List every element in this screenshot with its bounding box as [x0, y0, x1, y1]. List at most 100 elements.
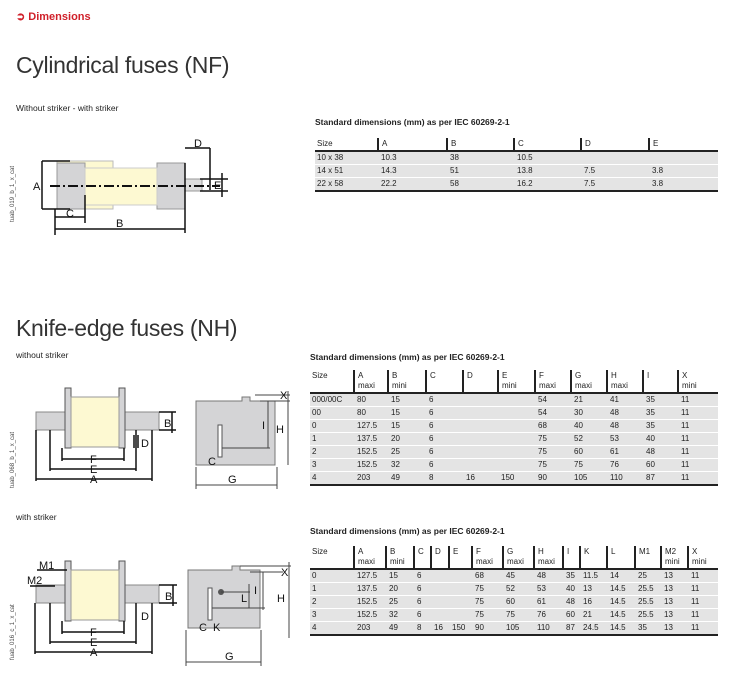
table-cell: 75 [503, 608, 534, 622]
table-cell: 40 [571, 419, 607, 433]
table-cell: 15 [388, 419, 426, 433]
table-cell: 87 [643, 471, 678, 486]
table-cell: 68 [472, 569, 503, 583]
table-cell: 203 [354, 471, 388, 486]
table-cell: 4 [310, 621, 354, 636]
header-letter: K [584, 547, 590, 556]
table-cell: 75 [535, 432, 571, 446]
header-qualifier [467, 381, 494, 391]
table-cell: 61 [534, 595, 563, 609]
table-cell: 14.5 [607, 582, 635, 596]
table-cell [463, 432, 498, 446]
table-cell: 13.8 [514, 164, 581, 178]
table-cell: 11 [688, 608, 718, 622]
table-cell: 20 [388, 432, 426, 446]
table-cell: 48 [607, 406, 643, 420]
column-header: E [448, 546, 472, 570]
table-cell [449, 582, 472, 596]
column-header: E [648, 138, 718, 152]
dim-label-h: H [276, 424, 284, 436]
column-header: D [462, 370, 498, 394]
table-cell: 35 [643, 393, 678, 407]
table-cell: 32 [388, 458, 426, 472]
table-cell: 16.2 [514, 177, 581, 192]
table-cell [649, 151, 718, 165]
column-header: I [562, 546, 580, 570]
table-cell: 137.5 [354, 432, 388, 446]
table-cell [498, 458, 535, 472]
column-header: Size [310, 370, 354, 394]
header-qualifier [430, 381, 459, 391]
table-cell: 152.5 [354, 445, 388, 459]
table-cell: 3.8 [649, 177, 718, 192]
table-cell: 15 [386, 569, 414, 583]
header-qualifier: maxi [476, 557, 493, 566]
table-cell: 60 [503, 595, 534, 609]
dim-label-h: H [277, 593, 285, 605]
table-cell: 14.5 [607, 608, 635, 622]
header-letter: X [692, 547, 698, 556]
table-cell: 75 [472, 595, 503, 609]
table-cell: 127.5 [354, 569, 386, 583]
dim-label-b: B [164, 418, 171, 430]
table-cell: 76 [607, 458, 643, 472]
table-cell: 105 [503, 621, 534, 636]
header-qualifier: maxi [575, 381, 592, 390]
table-cell: 68 [535, 419, 571, 433]
table-cell: 80 [354, 406, 388, 420]
header-letter: D [435, 547, 441, 556]
table-cell: 000/00C [310, 393, 354, 407]
table-cell: 80 [354, 393, 388, 407]
header-letter: D [467, 371, 473, 380]
table-cell: 0 [310, 569, 354, 583]
table-cell: 110 [607, 471, 643, 486]
dim-label-x: X [280, 390, 288, 402]
dim-label-m2: M2 [27, 575, 42, 587]
nh-with-subtitle: with striker [16, 512, 57, 522]
table-cell [463, 406, 498, 420]
table-cell: 6 [426, 419, 463, 433]
header-letter: E [453, 547, 459, 556]
table-cell [581, 151, 649, 165]
nf-subtitle: Without striker - with striker [16, 103, 119, 113]
dim-label-a: A [90, 647, 98, 659]
table-cell: 30 [571, 406, 607, 420]
nh-with-table-title: Standard dimensions (mm) as per IEC 6026… [310, 526, 505, 536]
table-cell [449, 569, 472, 583]
table-cell: 25 [388, 445, 426, 459]
table-cell: 60 [563, 608, 580, 622]
dim-label-x: X [281, 567, 289, 579]
dim-label-c: C [66, 208, 74, 220]
table-cell: 6 [414, 595, 431, 609]
table-cell: 25 [386, 595, 414, 609]
table-cell: 75 [472, 582, 503, 596]
table-cell [463, 445, 498, 459]
table-cell [431, 569, 449, 583]
table-cell: 1 [310, 582, 354, 596]
table-cell: 25.5 [635, 595, 661, 609]
header-letter: M1 [639, 547, 651, 556]
header-letter: M2 [665, 547, 677, 556]
dim-label-i: I [254, 585, 257, 597]
table-cell [498, 419, 535, 433]
table-cell [498, 432, 535, 446]
table-cell: 25.5 [635, 582, 661, 596]
section-heading: ➲ Dimensions [16, 11, 91, 23]
column-header: C [513, 138, 581, 152]
table-cell: 49 [386, 621, 414, 636]
header-qualifier: mini [390, 557, 405, 566]
header-letter: A [358, 371, 364, 380]
table-cell: 14 x 51 [315, 164, 378, 178]
table-cell: 54 [535, 406, 571, 420]
dim-label-b: B [165, 591, 172, 603]
header-qualifier: mini [502, 381, 517, 390]
dim-label-i: I [262, 420, 265, 432]
table-cell [498, 393, 535, 407]
